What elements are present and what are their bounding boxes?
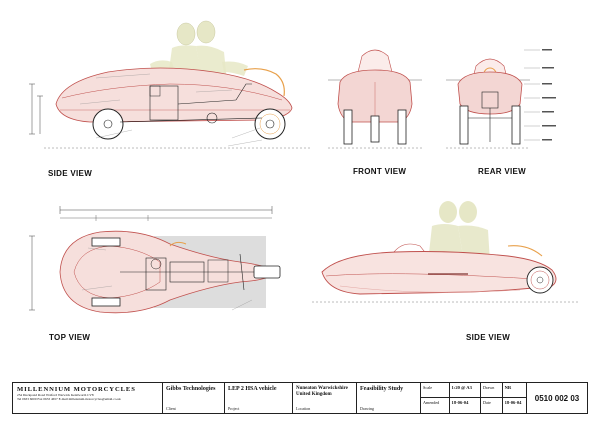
date-value: 18-06-04 [504, 400, 522, 405]
rear-view-drawing [446, 49, 556, 149]
amended-value: 18-06-04 [451, 400, 469, 405]
project-caption: Project [228, 406, 240, 411]
drawing-number-cell: 0510 002 03 [527, 383, 587, 413]
top-view-label: TOP VIEW [49, 333, 91, 342]
side-view-2-label: SIDE VIEW [466, 333, 511, 342]
client-name: Gibbs Technologies [166, 386, 216, 392]
drawing-number: 0510 002 03 [534, 393, 580, 403]
front-view-drawing [328, 49, 422, 149]
date-label: Date [481, 398, 503, 413]
title-block: MILLENNIUM MOTORCYCLES 254 Duckpond Road… [12, 382, 588, 414]
company-address: 254 Duckpond Road Wolford Warwick Kenilw… [17, 393, 94, 397]
drawn-cell: Drawn NR Date 18-06-04 [481, 383, 527, 413]
amended-label: Amended [421, 398, 450, 413]
front-view-label: FRONT VIEW [353, 167, 407, 176]
project-cell: LEP 2 HSA vehicle Project [225, 383, 293, 413]
drawn-label: Drawn [481, 383, 503, 397]
location-name: Nuneaton Warwickshire United Kingdom [296, 386, 348, 397]
company-name: MILLENNIUM MOTORCYCLES [17, 386, 136, 393]
client-caption: Client [166, 406, 176, 411]
scale-value: 1:20 @ A3 [451, 385, 472, 390]
top-view-drawing [29, 206, 281, 314]
scale-cell: Scale 1:20 @ A3 Amended 18-06-04 [421, 383, 481, 413]
location-caption: Location [296, 406, 311, 411]
location-cell: Nuneaton Warwickshire United Kingdom Loc… [293, 383, 357, 413]
drawing-name: Feasibility Study [360, 386, 404, 392]
project-name: LEP 2 HSA vehicle [228, 386, 277, 392]
drawn-value: NR [504, 385, 512, 390]
rear-view-label: REAR VIEW [478, 167, 527, 176]
company-cell: MILLENNIUM MOTORCYCLES 254 Duckpond Road… [13, 383, 163, 413]
side-view-drawing [29, 20, 310, 149]
scale-label: Scale [421, 383, 450, 397]
company-contact: Tel 0633 6000 Fax 0633 4657 E-mail mille… [17, 397, 121, 402]
drawing-cell: Feasibility Study Drawing [357, 383, 421, 413]
side-view-label: SIDE VIEW [48, 169, 93, 178]
side-view-2-drawing [312, 201, 580, 303]
drawing-caption: Drawing [360, 406, 374, 411]
client-cell: Gibbs Technologies Client [163, 383, 225, 413]
